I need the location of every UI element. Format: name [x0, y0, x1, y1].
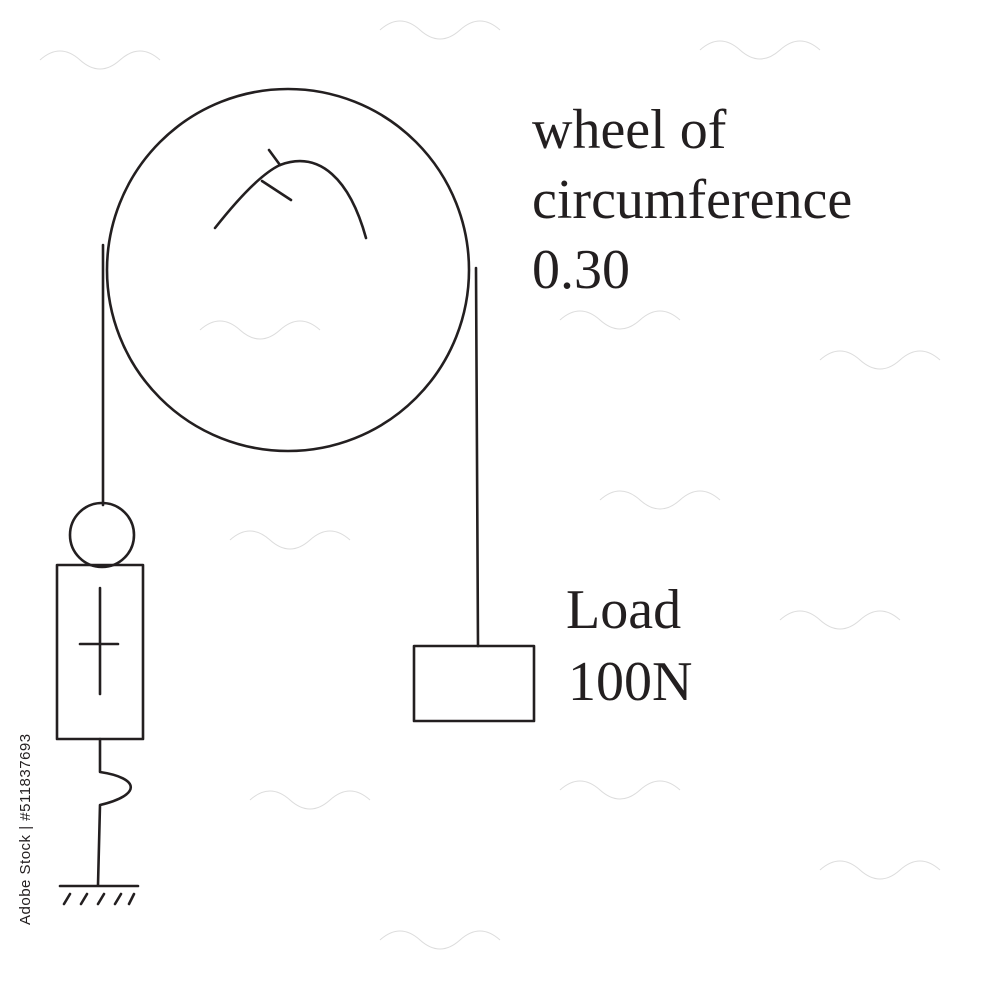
wheel-label-line1: wheel of: [532, 99, 727, 161]
wheel-label-line2: circumference: [532, 169, 852, 231]
stock-id-watermark: Adobe Stock | #511837693: [17, 733, 34, 925]
wheel-spoke-mark: [213, 148, 368, 240]
wheel: [105, 87, 471, 453]
watermark-pattern: [39, 20, 941, 950]
spring-coil: [96, 737, 132, 887]
load-block: [412, 644, 536, 723]
wheel-label-line3: 0.30: [532, 239, 630, 301]
load-label-line2: 100N: [568, 651, 692, 713]
load-label-line1: Load: [566, 579, 681, 641]
ground-hatching: [62, 892, 136, 906]
spring-balance-ring: [68, 501, 136, 569]
right-rope: [474, 266, 480, 648]
